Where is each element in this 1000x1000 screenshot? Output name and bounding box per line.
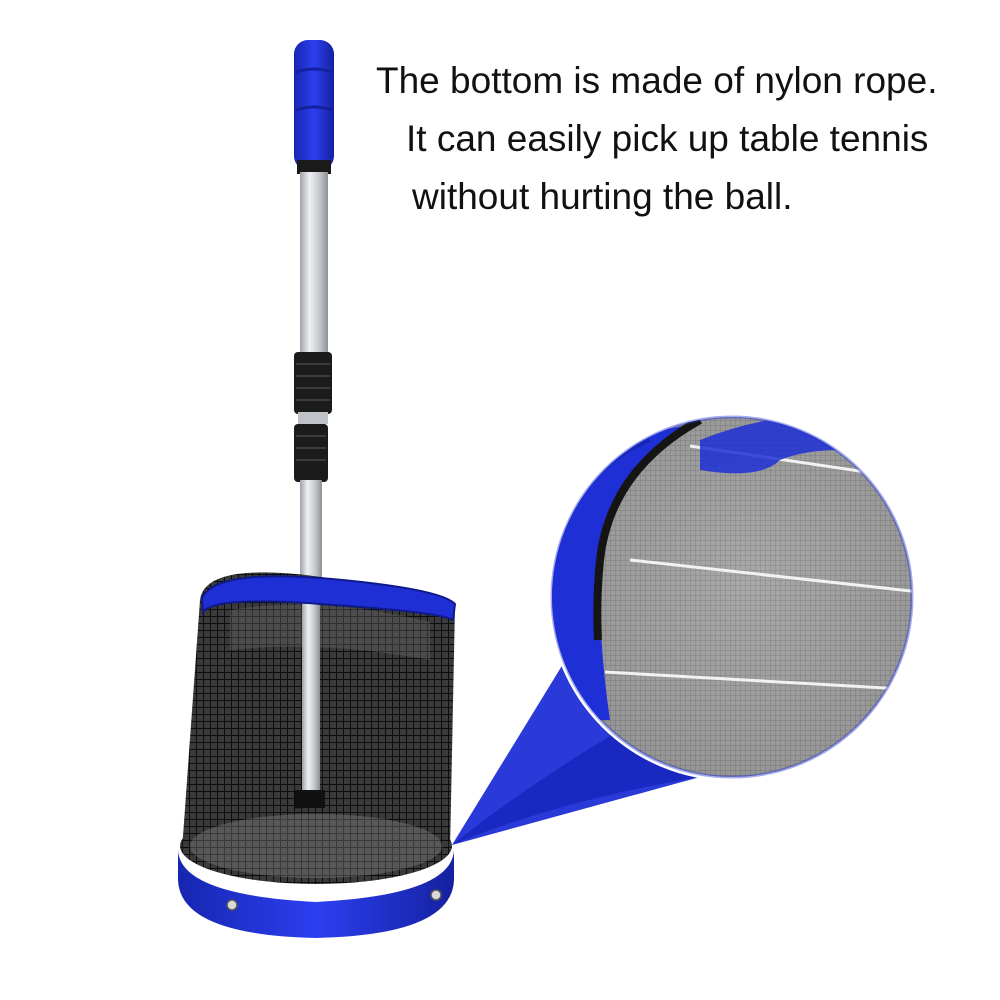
zoom-callout-cone bbox=[452, 620, 700, 845]
nylon-rope-3 bbox=[604, 670, 912, 692]
caption-line-3: without hurting the ball. bbox=[412, 176, 793, 217]
handle-grip bbox=[294, 40, 334, 174]
zoom-detail-circle bbox=[548, 413, 916, 781]
upper-pole bbox=[300, 172, 328, 354]
caption-line-2: It can easily pick up table tennis bbox=[406, 118, 929, 159]
product-caption: The bottom is made of nylon rope. It can… bbox=[376, 52, 991, 226]
mesh-basket bbox=[178, 572, 457, 938]
nylon-rope-2 bbox=[629, 558, 912, 594]
caption-line-1: The bottom is made of nylon rope. bbox=[376, 60, 938, 101]
telescope-lock bbox=[294, 352, 332, 482]
